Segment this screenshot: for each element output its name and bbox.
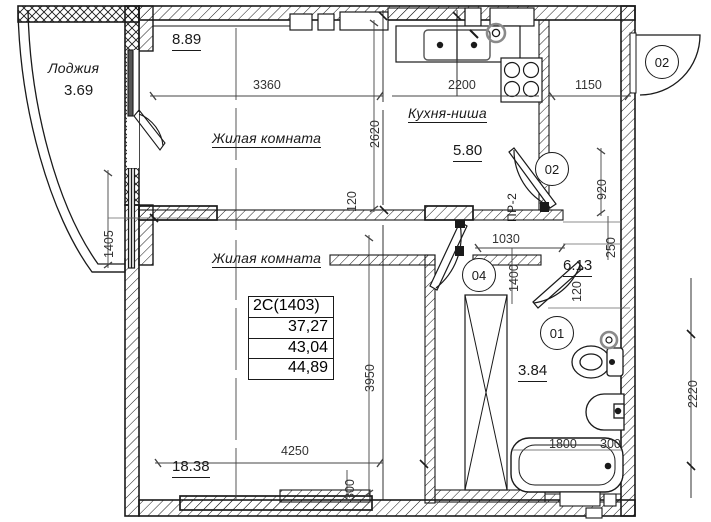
dimension-4250: 4250 [281, 444, 309, 458]
dimension-120-hall: 120 [570, 281, 584, 302]
balcony-door [127, 49, 166, 168]
dimension-1400: 1400 [507, 264, 521, 292]
door-marker-room: 04 [462, 258, 496, 292]
apartment-area-2: 43,04 [249, 339, 333, 360]
toilet [571, 345, 624, 379]
apartment-area-1: 37,27 [249, 318, 333, 339]
bottom-fixture-boxes [559, 491, 617, 519]
toilet-flush-icon [599, 330, 619, 350]
dimension-300-bottom: 300 [343, 479, 357, 500]
room-label-living-1: Жилая комната [212, 130, 322, 148]
dimension-3360: 3360 [253, 78, 281, 92]
door-marker-kitchen: 02 [535, 152, 569, 186]
room-area-living-1: 8.89 [172, 31, 202, 51]
dimension-2220: 2220 [686, 380, 700, 408]
cooktop [500, 57, 543, 103]
dimension-120-partition: 120 [345, 191, 359, 212]
room-area-living-2: 18.38 [172, 458, 210, 478]
bathroom-door [532, 261, 584, 309]
room-label-living-2: Жилая комната [212, 250, 322, 268]
dimension-3950: 3950 [363, 364, 377, 392]
room-label-loggia: Лоджия [48, 60, 100, 76]
dimension-lines [103, 19, 692, 500]
bathtub [510, 437, 624, 493]
room-area-bathroom: 3.84 [518, 362, 548, 382]
dimension-2200: 2200 [448, 78, 476, 92]
wash-basin [585, 393, 625, 431]
kitchen-door [508, 147, 557, 212]
room-area-loggia: 3.69 [64, 82, 94, 99]
entrance-door [629, 32, 701, 96]
dimension-920: 920 [595, 179, 609, 200]
room-area-hall: 6.13 [563, 257, 593, 277]
door-marker-bathroom: 01 [540, 316, 574, 350]
bedroom-door [429, 220, 468, 291]
wardrobe [464, 294, 508, 491]
room-area-kitchen: 5.80 [453, 142, 483, 162]
dimension-1800: 1800 [549, 437, 577, 451]
kitchen-faucet-icon [485, 22, 507, 44]
loggia-outline [17, 9, 126, 273]
apartment-code: 2С(1403) [249, 297, 333, 318]
dimension-250: 250 [604, 237, 618, 258]
dimension-1150: 1150 [575, 78, 602, 92]
interior-partitions [138, 19, 622, 511]
apartment-info-table: 2С(1403) 37,27 43,04 44,89 [248, 296, 334, 381]
dimension-2620: 2620 [368, 120, 382, 148]
dimension-300-tub: 300 [600, 437, 621, 451]
dimension-1405: 1405 [102, 230, 116, 258]
room-label-kitchen: Кухня-ниша [408, 105, 487, 123]
door-marker-entrance: 02 [645, 45, 679, 79]
dim-tick-marks [149, 11, 696, 471]
door-label-pr2: ПР-2 [505, 192, 519, 222]
dimension-1030: 1030 [492, 232, 520, 246]
apartment-area-3: 44,89 [287, 359, 328, 377]
